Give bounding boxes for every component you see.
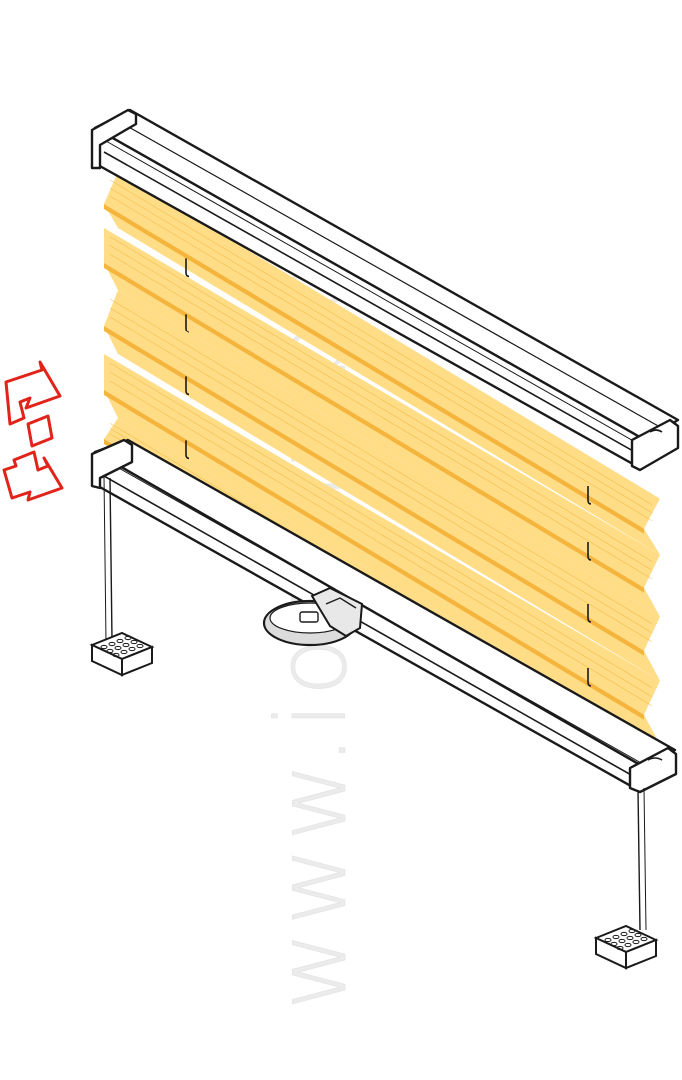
fabric-texture-line [109, 245, 653, 571]
fabric-texture-line [109, 371, 653, 697]
cord-hole [185, 258, 190, 278]
fabric-panel [104, 390, 660, 745]
fabric-crease [104, 263, 644, 593]
fabric-panel [104, 326, 660, 681]
top-rail [90, 108, 680, 472]
fabric-panel [104, 228, 660, 588]
fabric-panel [104, 290, 660, 651]
fabric-crease [104, 326, 644, 656]
cord-hole [587, 485, 592, 505]
cord-hole [185, 376, 190, 396]
cord-tensioner [593, 924, 659, 970]
fabric-panel [104, 354, 660, 715]
cord-hole [185, 314, 190, 334]
fabric-texture-line [109, 179, 653, 505]
cord-hole [587, 541, 592, 561]
tensioner-icon [89, 631, 659, 970]
handle-icon [262, 586, 364, 647]
fabric-texture-line [109, 195, 653, 521]
fabric-texture-line [109, 380, 653, 706]
double-arrow-icon [2, 360, 64, 502]
cord-hole [587, 667, 592, 687]
fabric-texture-line [109, 298, 653, 624]
fabric-texture-line [109, 362, 653, 688]
fabric-crease [104, 390, 644, 720]
fabric-texture-line [109, 236, 653, 562]
fabric-texture-line [109, 253, 653, 580]
cord-hole [185, 440, 190, 460]
fabric-panel [104, 172, 660, 529]
guide-cords [103, 475, 647, 931]
fabric-texture-line [109, 316, 653, 642]
fabric-texture-line [109, 307, 653, 633]
fabric-texture-line [109, 187, 653, 513]
fabric-crease [104, 204, 644, 534]
cord-hole [587, 603, 592, 623]
cord-tensioner [89, 631, 155, 677]
